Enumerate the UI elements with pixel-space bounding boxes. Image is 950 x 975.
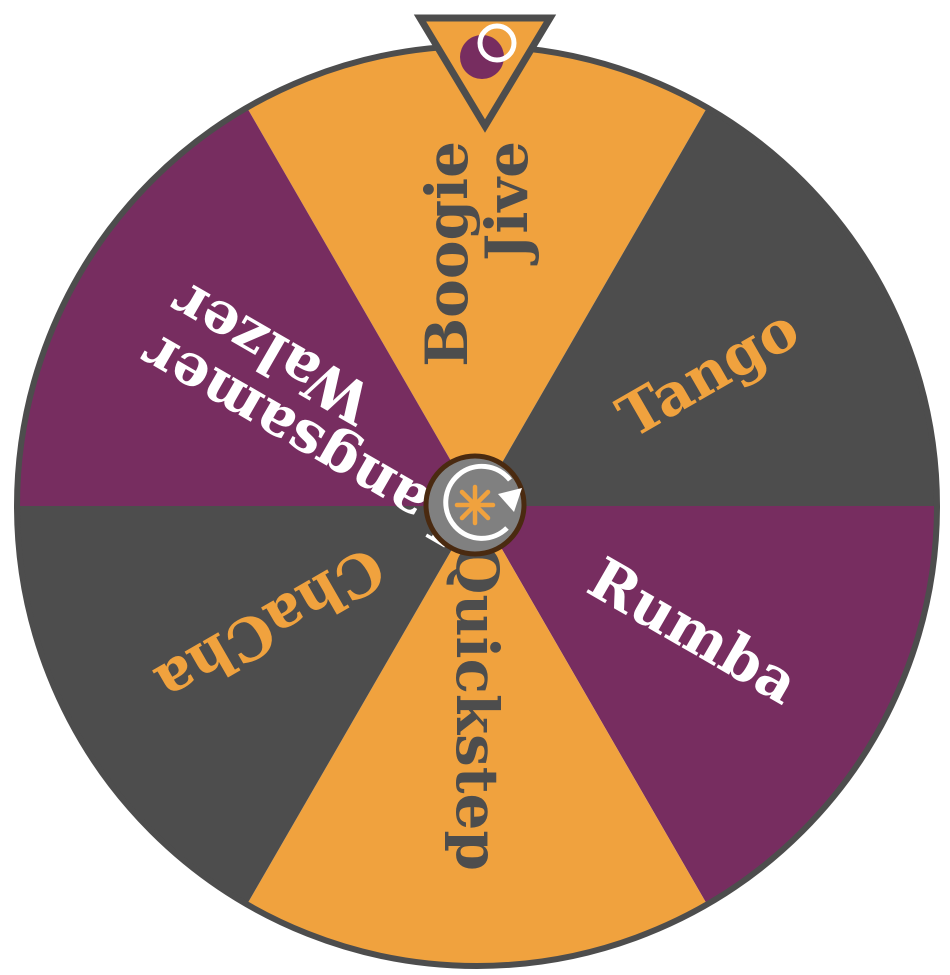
segment-label-line: Boogie [413,141,481,367]
pointer-ring-icon [477,23,517,63]
segment-label: Quickstep [443,544,511,871]
segment-label-line: Jive [473,141,541,266]
wheel-segment [247,506,707,966]
wheel-segment [247,45,707,506]
wheel-segment [477,506,937,905]
wheel-segment [17,107,477,507]
wheel-segments [17,45,937,966]
wheel-segment [477,107,937,507]
segment-label-line: Quickstep [443,544,511,871]
wheel-segment [17,506,477,905]
asterisk-icon [454,484,496,526]
spin-button[interactable] [423,453,527,557]
pointer [413,14,557,133]
pointer-dot [460,35,504,79]
refresh-arrow-icon [443,463,522,541]
